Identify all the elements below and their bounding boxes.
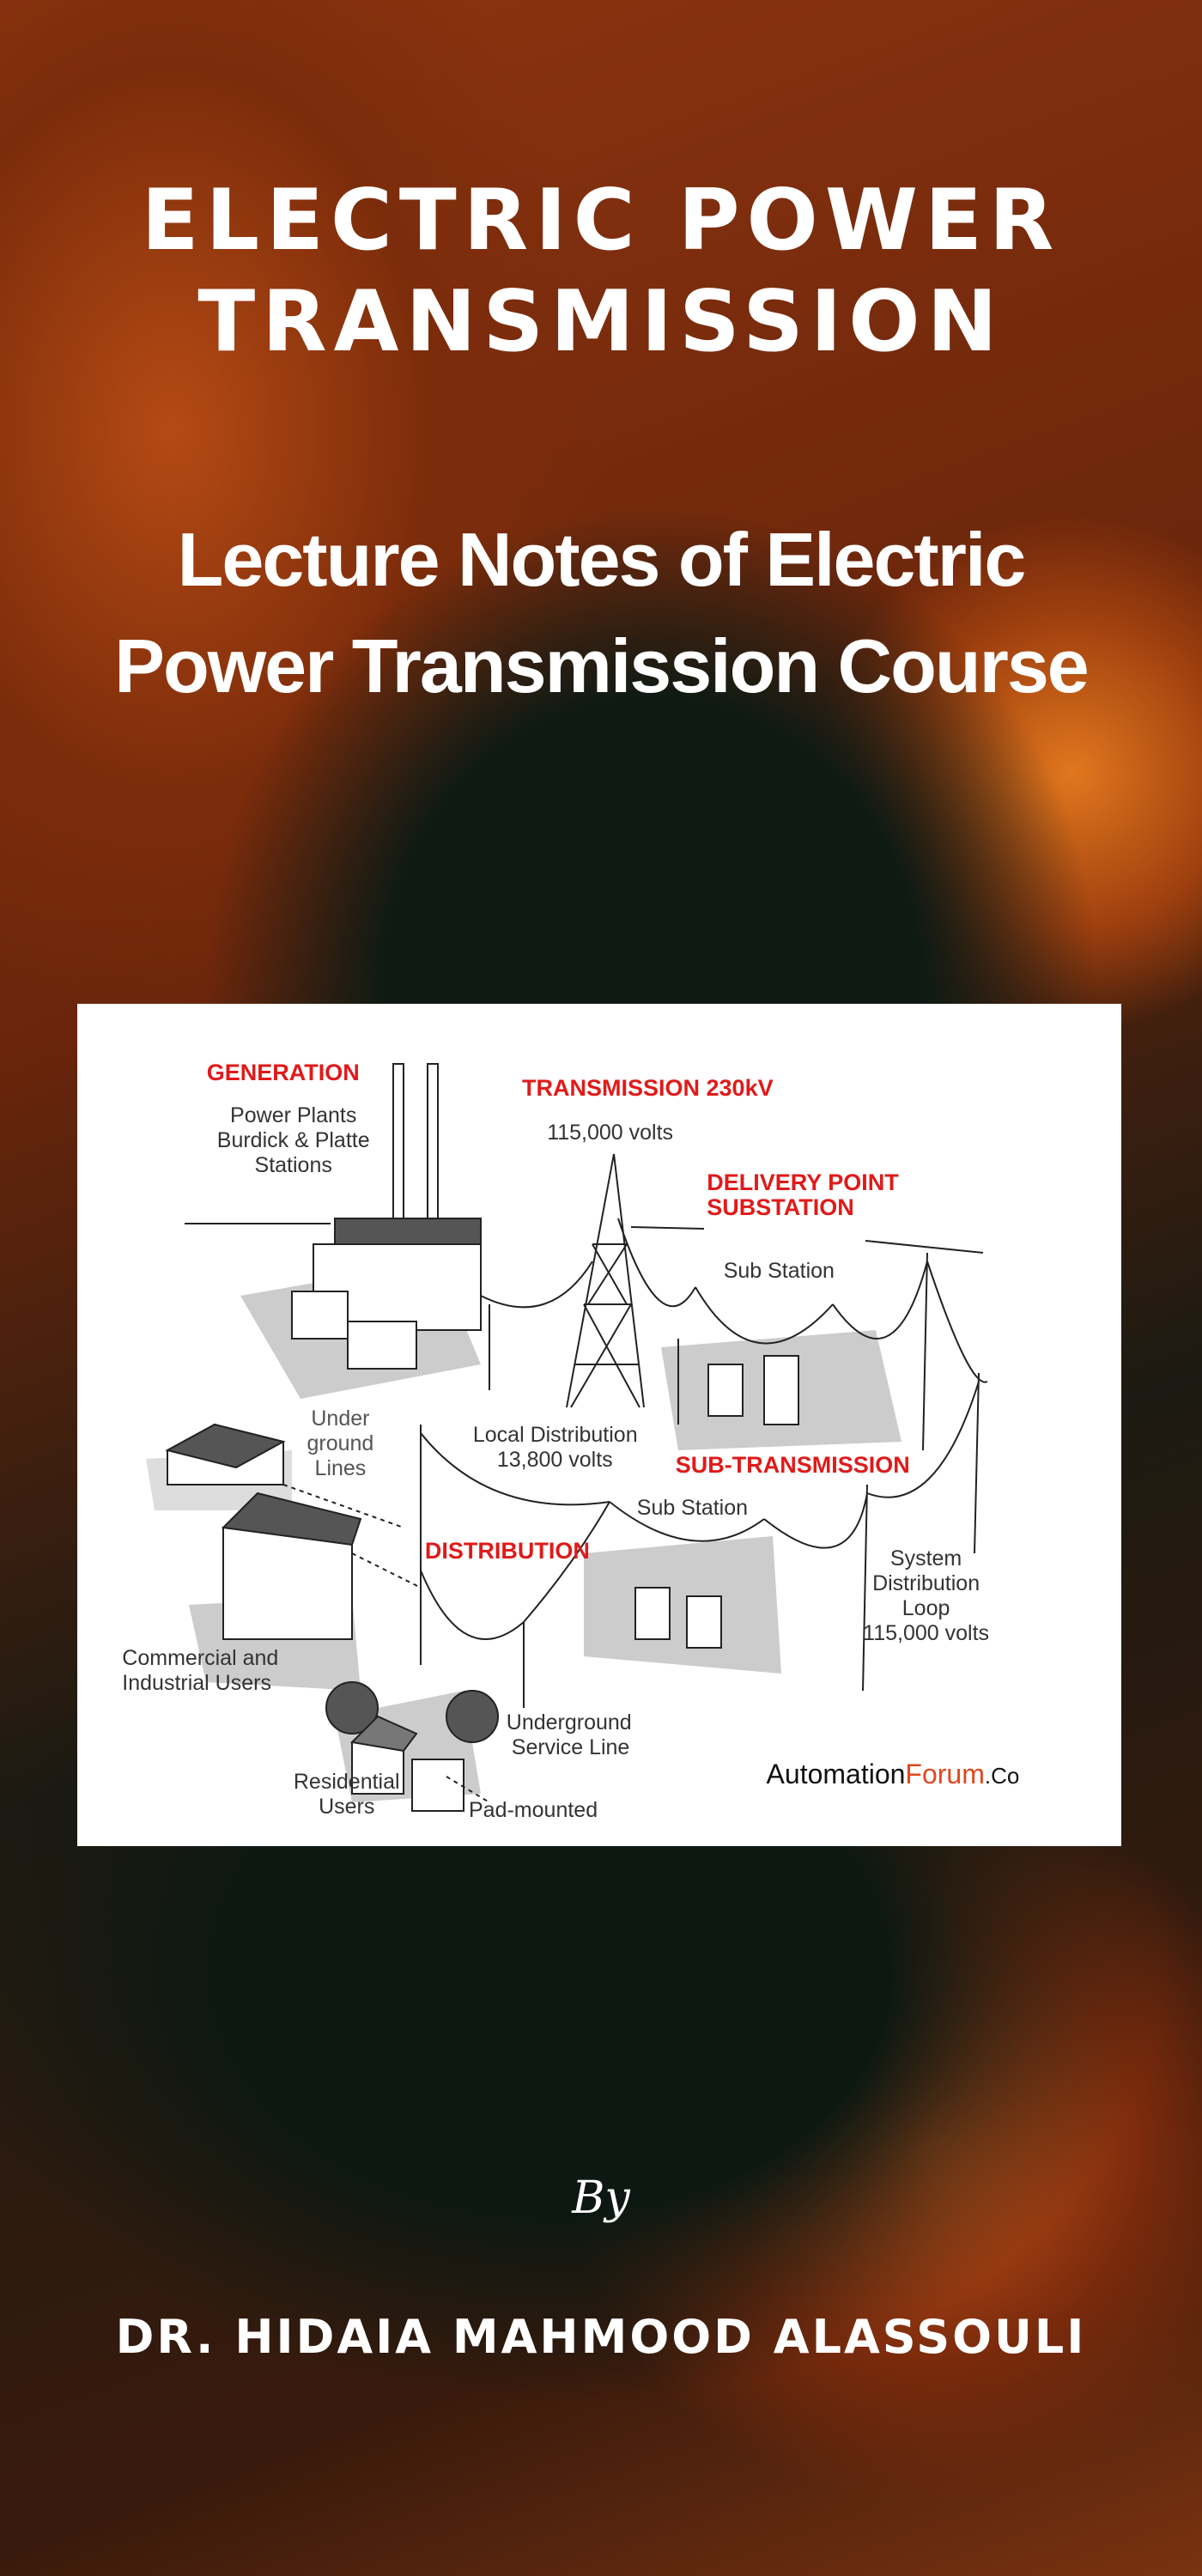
by-label: By: [572, 2172, 630, 2224]
label-line: Stations: [254, 1152, 332, 1177]
label-line: Under: [311, 1406, 370, 1431]
label-line: Burdick & Platte: [216, 1127, 370, 1152]
sub-station-label: Sub Station: [723, 1259, 835, 1284]
label-line: Distribution: [872, 1571, 980, 1595]
power-system-diagram: GENERATION Power Plants Burdick & Platte…: [77, 1004, 1121, 1846]
logo-text: Forum: [905, 1758, 985, 1789]
subtitle-line: Power Transmission Course: [114, 623, 1090, 708]
power-plants-label: Power Plants Burdick & Platte Stations: [217, 1103, 370, 1178]
system-loop-label: System Distribution Loop 115,000 volts: [863, 1546, 989, 1646]
underground-lines-label: Under ground Lines: [307, 1406, 373, 1481]
label-line: Residential: [293, 1769, 400, 1794]
residential-users-label: Residential Users: [294, 1770, 400, 1820]
automationforum-logo: AutomationForum.Co: [767, 1759, 1020, 1790]
title-line: ELECTRIC POWER: [141, 172, 1061, 270]
book-subtitle: Lecture Notes of Electric Power Transmis…: [0, 507, 1202, 720]
label-line: ground: [307, 1431, 374, 1455]
delivery-point-label: DELIVERY POINT SUBSTATION: [707, 1170, 899, 1220]
label-line: Loop: [902, 1595, 950, 1620]
local-distribution-label: Local Distribution 13,800 volts: [473, 1423, 638, 1473]
label-line: System: [889, 1546, 962, 1571]
author-name: DR. HIDAIA MAHMOOD ALASSOULI: [115, 2310, 1087, 2364]
subtitle-line: Lecture Notes of Electric: [177, 517, 1027, 602]
underground-service-label: Underground Service Line: [507, 1710, 632, 1760]
diagram-illustration: [146, 1063, 988, 1812]
sub-transmission-label: SUB-TRANSMISSION: [675, 1451, 910, 1478]
label-line: Users: [319, 1794, 375, 1819]
sub-station-label: Sub Station: [636, 1495, 749, 1520]
label-line: Lines: [314, 1455, 367, 1480]
title-line: TRANSMISSION: [197, 273, 1005, 371]
book-title: ELECTRIC POWER TRANSMISSION: [0, 170, 1202, 373]
pad-mounted-label: Pad-mounted: [469, 1798, 598, 1823]
generation-label: GENERATION: [206, 1059, 360, 1085]
label-line: Local Distribution: [472, 1422, 638, 1447]
logo-text: .Co: [984, 1762, 1020, 1789]
transmission-volts-label: 115,000 volts: [547, 1121, 674, 1145]
label-line: SUBSTATION: [707, 1194, 854, 1221]
label-line: DELIVERY POINT: [707, 1170, 899, 1196]
label-line: Service Line: [511, 1735, 630, 1760]
label-line: Power Plants: [230, 1103, 357, 1127]
commercial-users-label: Commercial and Industrial Users: [122, 1646, 278, 1696]
label-line: Commercial and: [122, 1645, 279, 1670]
label-line: 13,800 volts: [496, 1447, 613, 1472]
logo-text: Automation: [766, 1758, 906, 1789]
transmission-label: TRANSMISSION 230kV: [522, 1075, 774, 1102]
label-line: Industrial Users: [122, 1670, 271, 1695]
label-line: Underground: [506, 1710, 632, 1735]
distribution-label: DISTRIBUTION: [424, 1537, 590, 1564]
label-line: 115,000 volts: [863, 1620, 990, 1645]
